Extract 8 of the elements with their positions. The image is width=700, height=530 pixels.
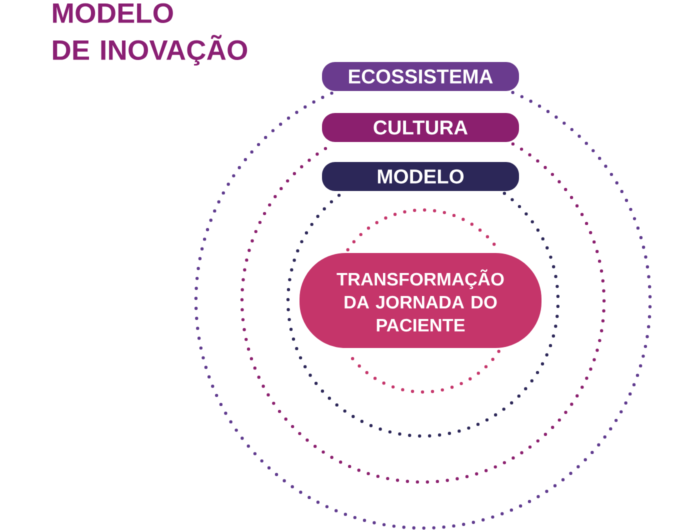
dotted-ring	[194, 90, 652, 530]
pill-label: ECOSSISTEMA	[322, 62, 519, 91]
title: MODELO DE INOVAÇÃO	[53, 3, 248, 66]
central-pill: TRANSFORMAÇÃO DA JORNADA DO PACIENTE	[300, 253, 542, 348]
pill-label: MODELO	[322, 162, 519, 191]
dotted-ring	[240, 142, 606, 484]
dotted-ring	[286, 192, 560, 438]
pill-label: CULTURA	[322, 113, 519, 142]
